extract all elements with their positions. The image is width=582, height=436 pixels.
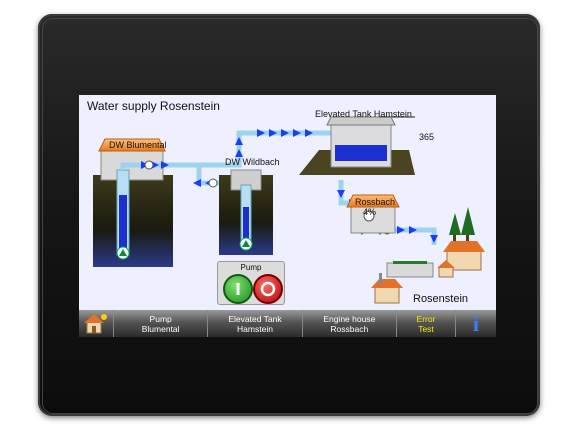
- trees: [449, 207, 475, 241]
- power-off-icon[interactable]: [253, 274, 283, 304]
- info-icon: i: [472, 310, 480, 336]
- power-on-icon[interactable]: [223, 274, 253, 304]
- engine-house-rossbach: [346, 194, 400, 234]
- home-icon: [84, 313, 107, 333]
- nav-elevated-tank[interactable]: Elevated Tank Hamstein: [207, 310, 301, 337]
- label-rosenstein: Rosenstein: [413, 293, 469, 305]
- nav-pump-blumental-line1: Pump: [149, 313, 172, 324]
- nav-engine-house-line2: Rossbach: [330, 323, 369, 334]
- pump-panel-title: Pump: [240, 263, 262, 272]
- pump-control-panel: Pump: [217, 261, 285, 305]
- nav-info-button[interactable]: i: [454, 310, 496, 337]
- label-elevated-tank: Elevated Tank Hamstein: [315, 109, 412, 119]
- village-rosenstein: [371, 241, 485, 304]
- nav-error-test[interactable]: Error Test: [395, 310, 455, 337]
- nav-pump-blumental-line2: Blumental: [141, 323, 180, 334]
- nav-elevated-tank-line2: Hamstein: [237, 323, 273, 334]
- well-blumental: [93, 138, 173, 267]
- process-diagram: [93, 116, 485, 304]
- bottom-navbar: Pump Blumental Elevated Tank Hamstein En…: [79, 310, 496, 337]
- device-bezel-edge: [42, 18, 538, 414]
- rossbach-percent: 4%: [363, 207, 377, 217]
- nav-elevated-tank-line1: Elevated Tank: [228, 313, 282, 324]
- nav-pump-blumental[interactable]: Pump Blumental: [113, 310, 207, 337]
- nav-error-line1: Error: [416, 313, 436, 324]
- label-rossbach: Rossbach: [355, 197, 396, 207]
- label-dw-wildbach: DW Wildbach: [225, 157, 280, 167]
- nav-engine-house-line1: Engine house: [323, 313, 376, 324]
- tank-level-value: 365: [419, 132, 435, 142]
- nav-engine-house[interactable]: Engine house Rossbach: [301, 310, 396, 337]
- nav-home-button[interactable]: [79, 310, 113, 337]
- hmi-screen: Water supply Rosenstein: [79, 95, 496, 337]
- page-title: Water supply Rosenstein: [87, 99, 220, 113]
- elevated-tank: [299, 116, 415, 175]
- label-dw-blumental: DW Blumental: [109, 140, 167, 150]
- well-wildbach: [219, 169, 273, 255]
- nav-error-line2: Test: [418, 323, 434, 334]
